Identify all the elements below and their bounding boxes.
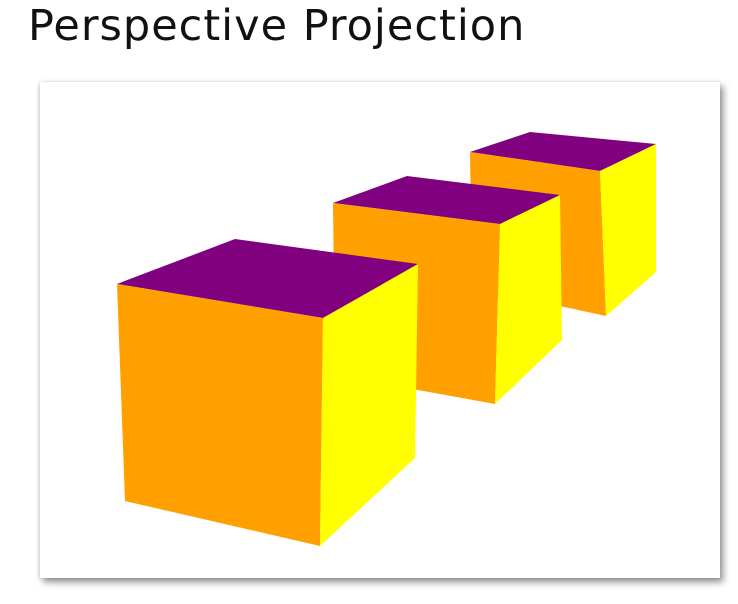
cube-near-side (320, 264, 418, 546)
cube-scene (117, 132, 656, 546)
cube-middle-top (333, 176, 560, 224)
cube-near-top (117, 239, 418, 318)
cube-far-side (600, 144, 656, 316)
projection-figure (40, 82, 720, 578)
page-title: Perspective Projection (28, 1, 526, 51)
cube-near-front (117, 284, 323, 546)
cube-near (117, 239, 418, 546)
cube-middle-side (495, 195, 562, 404)
cube-far-top (470, 132, 656, 171)
